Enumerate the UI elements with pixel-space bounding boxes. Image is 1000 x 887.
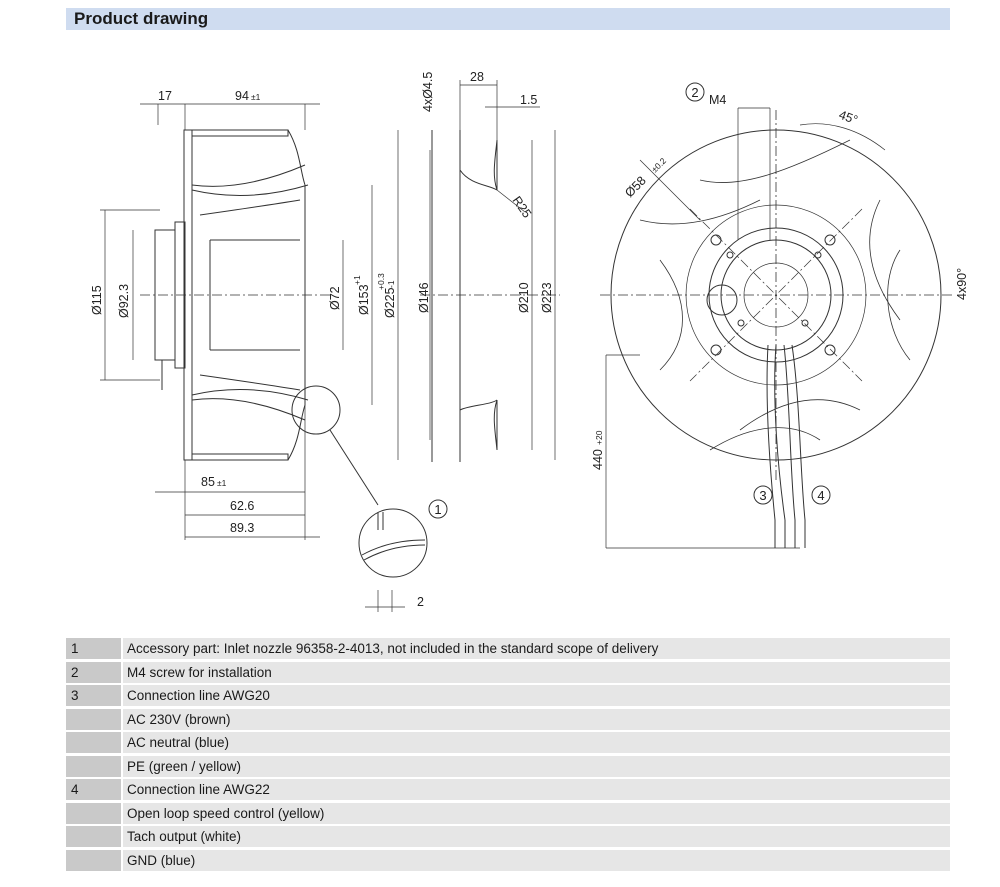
dim-94: 94 bbox=[235, 89, 249, 103]
dim-85: 85 bbox=[201, 475, 215, 489]
dim-d92-3: Ø92.3 bbox=[117, 284, 131, 318]
dim-r25: R25 bbox=[510, 194, 535, 221]
fan-side-view bbox=[140, 129, 379, 506]
legend-text: Connection line AWG22 bbox=[123, 779, 950, 800]
callout-3: 3 bbox=[759, 488, 766, 503]
legend-number bbox=[66, 755, 121, 777]
dim-89-3: 89.3 bbox=[230, 521, 254, 535]
dim-d210: Ø210 bbox=[517, 282, 531, 313]
side-view-dimensions bbox=[100, 103, 399, 540]
legend-number bbox=[66, 802, 121, 824]
legend-number bbox=[66, 826, 121, 847]
nozzle-dimensions bbox=[429, 80, 556, 460]
legend-text: M4 screw for installation bbox=[123, 661, 950, 683]
callout-1: 1 bbox=[434, 502, 441, 517]
dim-holes: 4xØ4.5 bbox=[421, 72, 435, 112]
callout-1-circle bbox=[428, 499, 448, 519]
dim-28: 28 bbox=[470, 70, 484, 84]
dim-440: 440 bbox=[591, 449, 605, 470]
legend-row: AC 230V (brown) bbox=[66, 708, 950, 730]
dim-2: 2 bbox=[417, 595, 424, 609]
legend-number: 1 bbox=[66, 638, 121, 659]
dim-d146: Ø146 bbox=[417, 282, 431, 313]
legend-row: Tach output (white) bbox=[66, 826, 950, 847]
dim-d225-tol-bot: -1 bbox=[386, 280, 396, 288]
section-header: Product drawing bbox=[66, 8, 950, 30]
legend-row: AC neutral (blue) bbox=[66, 732, 950, 753]
dim-d58: Ø58 bbox=[622, 173, 649, 200]
dim-d225: Ø225 bbox=[383, 287, 397, 318]
dim-d115: Ø115 bbox=[90, 285, 104, 315]
front-view-dimensions bbox=[605, 107, 886, 549]
dim-94-tol: ±1 bbox=[251, 92, 261, 102]
legend-text: Accessory part: Inlet nozzle 96358-2-401… bbox=[123, 638, 950, 659]
legend-row: GND (blue) bbox=[66, 849, 950, 871]
legend-number bbox=[66, 708, 121, 730]
legend-text: Tach output (white) bbox=[123, 826, 950, 847]
callout-3-circle bbox=[753, 485, 773, 505]
legend-number: 4 bbox=[66, 779, 121, 800]
dim-85-tol: ±1 bbox=[217, 478, 227, 488]
inlet-nozzle-view bbox=[420, 130, 560, 462]
legend-number bbox=[66, 732, 121, 753]
legend-text: AC neutral (blue) bbox=[123, 732, 950, 753]
dim-45-deg: 45° bbox=[837, 108, 860, 128]
legend-row: Open loop speed control (yellow) bbox=[66, 802, 950, 824]
legend-text: GND (blue) bbox=[123, 849, 950, 871]
detail-view-1 bbox=[358, 508, 428, 612]
dim-d72: Ø72 bbox=[328, 286, 342, 310]
dim-d58-tol: ±0.2 bbox=[649, 155, 668, 174]
dim-d153-tol: +1 bbox=[352, 275, 362, 285]
dim-17: 17 bbox=[158, 89, 172, 103]
section-title: Product drawing bbox=[74, 9, 209, 28]
legend-text: Open loop speed control (yellow) bbox=[123, 802, 950, 824]
callout-2: 2 bbox=[691, 85, 698, 100]
dim-4x90: 4x90° bbox=[955, 268, 969, 300]
legend-number: 3 bbox=[66, 685, 121, 706]
dim-d225-tol-top: +0.3 bbox=[376, 273, 386, 290]
dim-62-6: 62.6 bbox=[230, 499, 254, 513]
callout-4-circle bbox=[811, 485, 831, 505]
legend-row: PE (green / yellow) bbox=[66, 755, 950, 777]
legend-text: Connection line AWG20 bbox=[123, 685, 950, 706]
callout-4: 4 bbox=[817, 488, 824, 503]
dim-m4: M4 bbox=[709, 93, 726, 107]
legend-number bbox=[66, 849, 121, 871]
dim-d223: Ø223 bbox=[540, 282, 554, 313]
fan-front-view bbox=[600, 110, 955, 548]
legend-text: AC 230V (brown) bbox=[123, 708, 950, 730]
dim-1-5: 1.5 bbox=[520, 93, 537, 107]
callout-2-circle bbox=[685, 82, 705, 102]
dim-d153: Ø153 bbox=[357, 284, 371, 315]
dim-440-tol: +20 bbox=[594, 430, 604, 445]
legend-text: PE (green / yellow) bbox=[123, 755, 950, 777]
technical-drawing: 1 2 3 4 17 94 ±1 85 ±1 62.6 89.3 28 1.5 … bbox=[90, 70, 969, 612]
legend-number: 2 bbox=[66, 661, 121, 683]
